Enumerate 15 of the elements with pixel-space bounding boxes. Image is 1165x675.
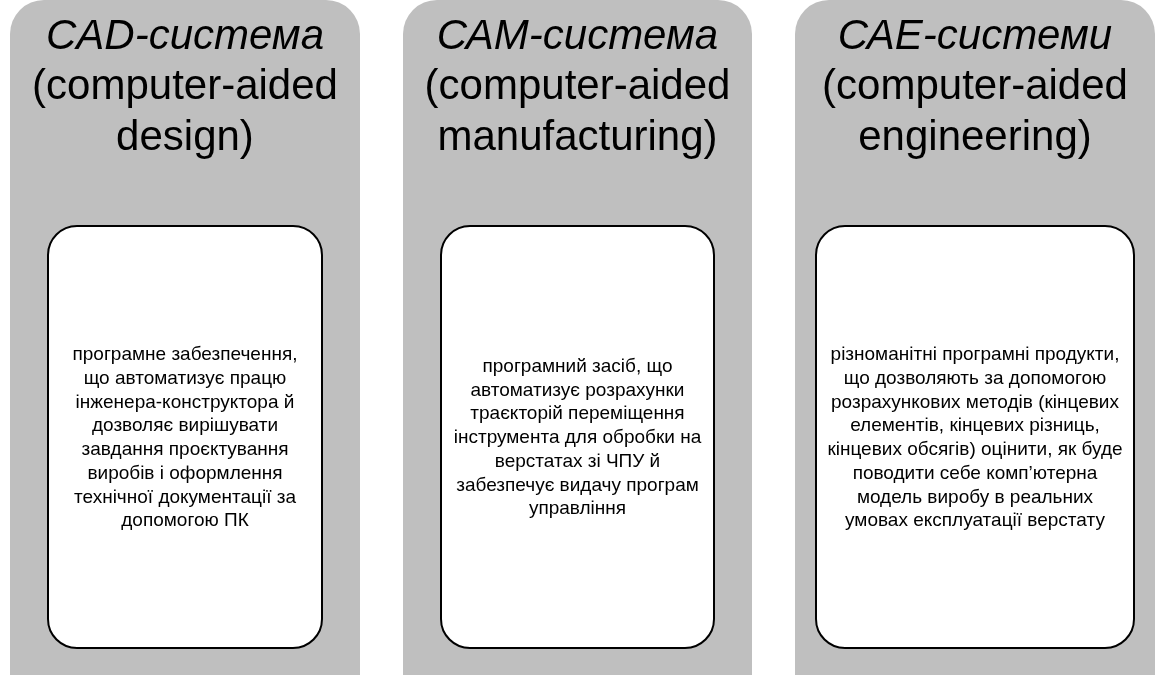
- panel-subtitle: (computer-aided design): [31, 60, 339, 161]
- category-panel: [403, 0, 752, 675]
- description-box: [47, 225, 323, 649]
- description-box: [440, 225, 715, 649]
- description-text: програмне забезпечення, що автоматизує працю інженера-конструктора й дозволяє вирішувати завдання проєктування виробів і оформлення технічної документації за допомогою ПК: [71, 342, 299, 532]
- description-text: програмний засіб, що автоматизує розрахунки траєкторій переміщення інструмента для обробки на верстатах зі ЧПУ й забезпечує видачу програм управління: [452, 353, 703, 521]
- panel-subtitle: (computer-aided engineering): [821, 60, 1129, 161]
- category-panel: [795, 0, 1155, 675]
- panel-title: САМ-система: [435, 10, 720, 60]
- description-box: [815, 225, 1135, 649]
- panel-title: CAD-система: [44, 10, 325, 60]
- panel-subtitle: (computer-aided manufacturing): [423, 60, 732, 161]
- category-panel: [10, 0, 360, 675]
- panel-title: САЕ-системи: [836, 10, 1114, 60]
- description-text: різноманітні програмні продукти, що дозволяють за допомогою розрахункових методів (кінцевих елементів, кінцевих різниць, кінцевих обсягів) оцінити, як буде поводити себе комп’ютерна модель виробу в реальних умовах експлуатації верстату: [827, 342, 1123, 532]
